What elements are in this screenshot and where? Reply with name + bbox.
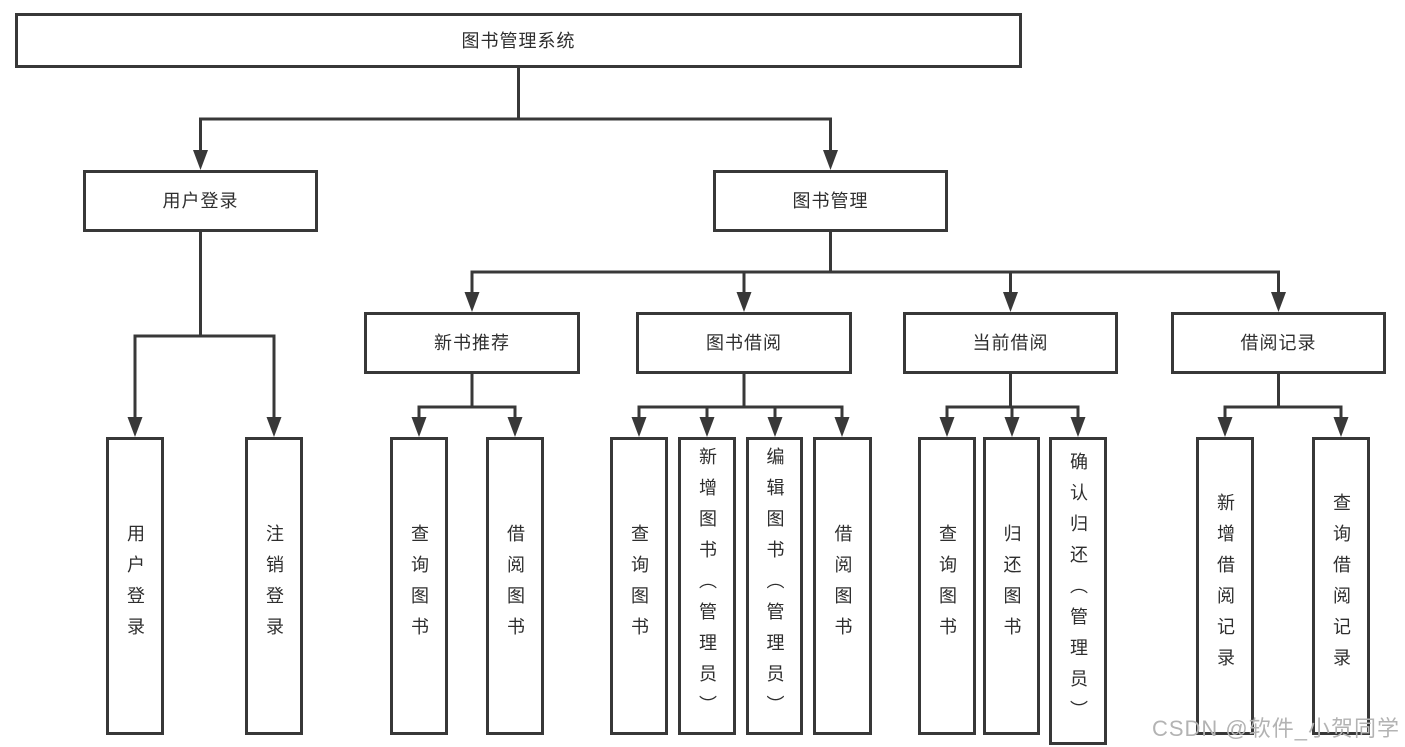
node-leaf-return-book: 归还图书 xyxy=(983,437,1040,735)
node-leaf-logout: 注销登录 xyxy=(245,437,303,735)
connector-arrowhead xyxy=(464,292,480,312)
connector-arrowhead xyxy=(127,417,143,437)
node-leaf-query-books-recommend: 查询图书 xyxy=(390,437,448,735)
connector-arrowhead xyxy=(266,417,282,437)
node-leaf-add-book-admin: 新增图书（管理员） xyxy=(678,437,736,735)
node-leaf-confirm-return-admin: 确认归还（管理员） xyxy=(1049,437,1107,745)
connector-arrowhead xyxy=(767,417,783,437)
connector-arrowhead xyxy=(834,417,850,437)
node-leaf-query-borrow-record: 查询借阅记录 xyxy=(1312,437,1370,735)
node-leaf-borrow-books-recommend: 借阅图书 xyxy=(486,437,544,735)
connector-arrowhead xyxy=(699,417,715,437)
connector-arrowhead xyxy=(507,417,523,437)
connector-arrowhead xyxy=(736,292,752,312)
connector-arrowhead xyxy=(193,150,208,170)
connector-arrowhead xyxy=(1271,292,1286,312)
connector-arrowhead xyxy=(1333,417,1349,437)
node-leaf-add-borrow-record: 新增借阅记录 xyxy=(1196,437,1254,735)
node-leaf-user-login: 用户登录 xyxy=(106,437,164,735)
node-leaf-query-books-borrowing: 查询图书 xyxy=(610,437,668,735)
node-borrow-records: 借阅记录 xyxy=(1171,312,1386,374)
connector-arrowhead xyxy=(1217,417,1233,437)
node-current-borrowing: 当前借阅 xyxy=(903,312,1118,374)
node-leaf-query-books-current: 查询图书 xyxy=(918,437,976,735)
connector-arrowhead xyxy=(1003,292,1018,312)
watermark: CSDN @软件_小贺同学 xyxy=(1151,716,1400,741)
node-root: 图书管理系统 xyxy=(15,13,1022,68)
node-user-login: 用户登录 xyxy=(83,170,318,232)
node-new-book-recommend: 新书推荐 xyxy=(364,312,580,374)
connector-arrowhead xyxy=(631,417,647,437)
connector-arrowhead xyxy=(939,417,955,437)
node-book-management: 图书管理 xyxy=(713,170,948,232)
node-book-borrowing: 图书借阅 xyxy=(636,312,852,374)
connector-arrowhead xyxy=(411,417,427,437)
connector-arrowhead xyxy=(1004,417,1020,437)
connector-arrowhead xyxy=(1070,417,1086,437)
node-leaf-borrow-books-borrowing: 借阅图书 xyxy=(813,437,872,735)
node-leaf-edit-book-admin: 编辑图书（管理员） xyxy=(746,437,803,735)
connector-arrowhead xyxy=(823,150,838,170)
